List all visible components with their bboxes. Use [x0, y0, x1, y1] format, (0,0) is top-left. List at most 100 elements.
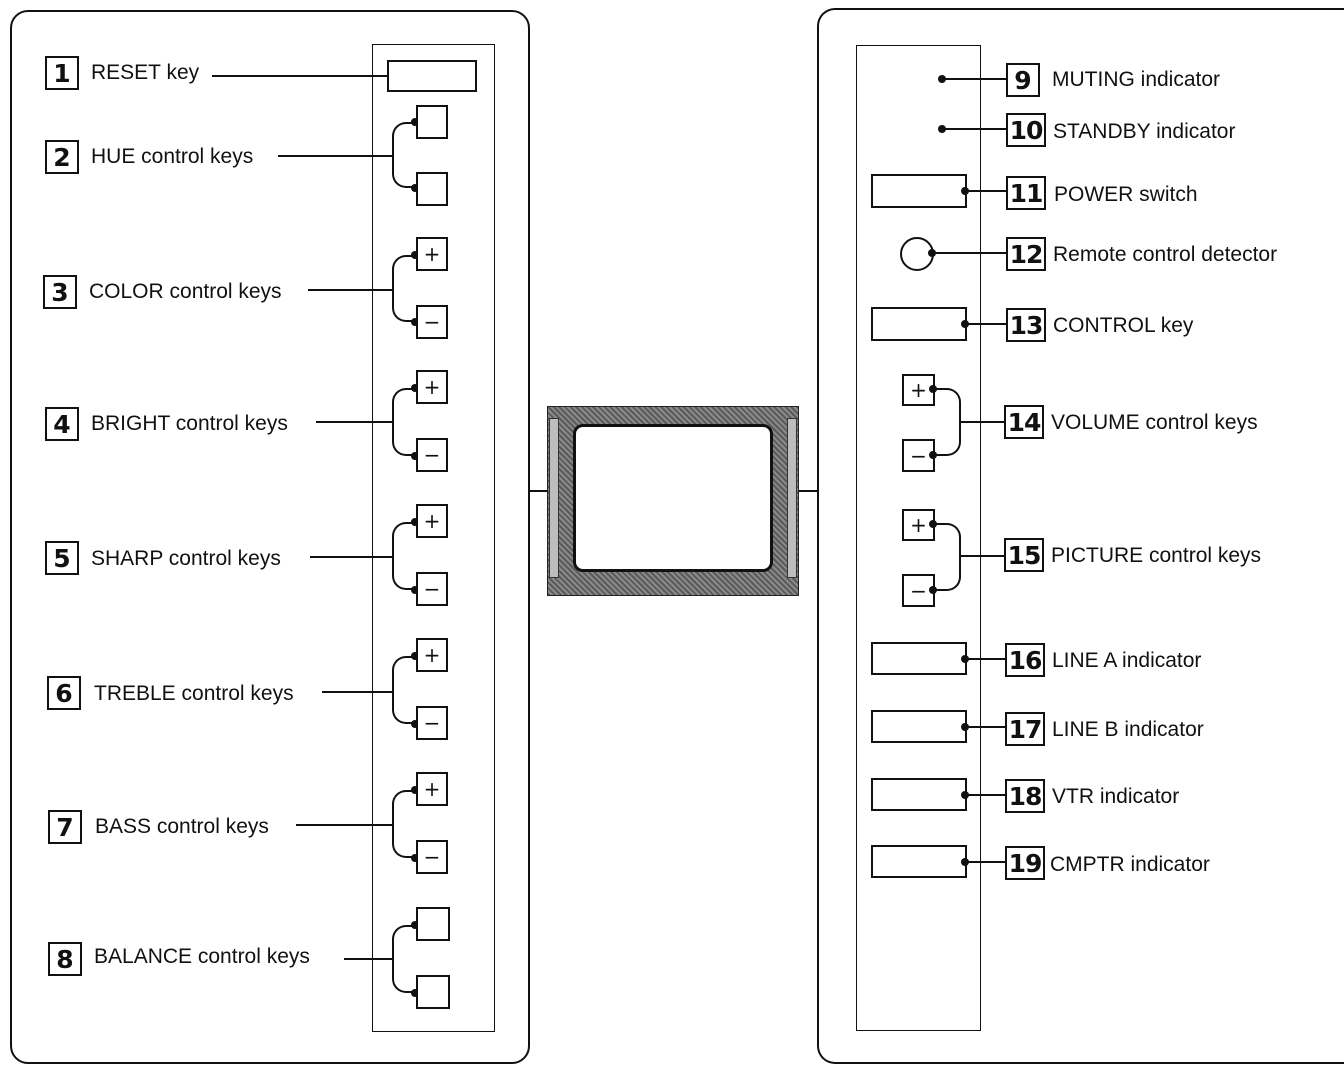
left-connector-line: [530, 490, 548, 492]
control-key[interactable]: [871, 307, 967, 341]
callout-number-19: 19: [1005, 846, 1045, 880]
muting-indicator: [938, 75, 946, 83]
vtr-leader-line: [967, 794, 1006, 796]
balance-keys-label: BALANCE control keys: [94, 945, 310, 968]
cmptr-dot: [961, 858, 969, 866]
control-key-label: CONTROL key: [1053, 314, 1194, 337]
color-minus-key[interactable]: −: [416, 305, 448, 339]
bright-dot-lower: [411, 452, 419, 460]
callout-number-6: 6: [47, 676, 81, 710]
reset-key[interactable]: [387, 60, 477, 92]
balance-bracket: [392, 925, 416, 993]
treble-keys-label: TREBLE control keys: [94, 682, 294, 705]
power-dot: [961, 187, 969, 195]
left-control-strip: [372, 44, 495, 1032]
hue-keys-label: HUE control keys: [91, 145, 254, 168]
hue-up-key[interactable]: [416, 105, 448, 139]
balance-right-key[interactable]: [416, 975, 450, 1009]
bright-bracket: [392, 388, 416, 456]
picture-bracket: [935, 523, 961, 591]
bright-leader-line: [316, 421, 393, 423]
line-a-dot: [961, 655, 969, 663]
balance-dot-lower: [411, 989, 419, 997]
color-plus-key[interactable]: +: [416, 237, 448, 271]
volume-dot-lower: [929, 451, 937, 459]
color-dot-upper: [411, 251, 419, 259]
callout-number-15: 15: [1004, 538, 1044, 572]
standby-indicator: [938, 125, 946, 133]
picture-dot-upper: [929, 520, 937, 528]
bright-minus-key[interactable]: −: [416, 438, 448, 472]
picture-leader-line: [961, 555, 1006, 557]
line-b-leader-line: [967, 726, 1006, 728]
callout-number-7: 7: [48, 810, 82, 844]
volume-bracket: [935, 388, 961, 456]
vtr-indicator: [871, 778, 967, 811]
callout-number-2: 2: [45, 140, 79, 174]
right-control-strip: [856, 45, 981, 1031]
callout-number-12: 12: [1006, 237, 1046, 271]
bright-keys-label: BRIGHT control keys: [91, 412, 288, 435]
treble-minus-key[interactable]: −: [416, 706, 448, 740]
callout-number-4: 4: [45, 407, 79, 441]
remote-detector-leader-line: [934, 252, 1006, 254]
bass-minus-key[interactable]: −: [416, 840, 448, 874]
line-a-indicator: [871, 642, 967, 675]
power-switch-label: POWER switch: [1054, 183, 1198, 206]
cmptr-leader-line: [967, 861, 1006, 863]
sharp-keys-label: SHARP control keys: [91, 547, 281, 570]
treble-dot-upper: [411, 652, 419, 660]
power-switch[interactable]: [871, 174, 967, 208]
callout-number-9: 9: [1006, 63, 1040, 97]
volume-keys-label: VOLUME control keys: [1051, 411, 1258, 434]
color-leader-line: [308, 289, 393, 291]
bright-plus-key[interactable]: +: [416, 370, 448, 404]
callout-number-18: 18: [1005, 779, 1045, 813]
sharp-dot-lower: [411, 586, 419, 594]
balance-leader-line: [344, 958, 393, 960]
hue-dot-upper: [411, 118, 419, 126]
bass-leader-line: [296, 824, 393, 826]
callout-number-3: 3: [43, 275, 77, 309]
sharp-minus-key[interactable]: −: [416, 572, 448, 606]
callout-number-11: 11: [1006, 176, 1046, 210]
bass-plus-key[interactable]: +: [416, 772, 448, 806]
treble-plus-key[interactable]: +: [416, 638, 448, 672]
callout-number-5: 5: [45, 541, 79, 575]
remote-detector-dot: [928, 249, 936, 257]
cmptr-indicator: [871, 845, 967, 878]
control-key-dot: [961, 320, 969, 328]
standby-indicator-label: STANDBY indicator: [1053, 120, 1236, 143]
treble-bracket: [392, 656, 416, 724]
sharp-leader-line: [310, 556, 393, 558]
sharp-plus-key[interactable]: +: [416, 504, 448, 538]
balance-dot-upper: [411, 921, 419, 929]
callout-number-8: 8: [48, 942, 82, 976]
vtr-dot: [961, 791, 969, 799]
hue-down-key[interactable]: [416, 172, 448, 206]
line-a-indicator-label: LINE A indicator: [1052, 649, 1202, 672]
line-b-dot: [961, 723, 969, 731]
muting-leader-line: [944, 78, 1006, 80]
control-key-leader-line: [967, 323, 1006, 325]
bass-keys-label: BASS control keys: [95, 815, 269, 838]
volume-leader-line: [961, 421, 1006, 423]
line-b-indicator-label: LINE B indicator: [1052, 718, 1204, 741]
sharp-bracket: [392, 522, 416, 590]
bass-dot-upper: [411, 786, 419, 794]
remote-control-detector-label: Remote control detector: [1053, 243, 1278, 266]
cmptr-indicator-label: CMPTR indicator: [1050, 853, 1210, 876]
standby-leader-line: [944, 128, 1006, 130]
picture-dot-lower: [929, 586, 937, 594]
callout-number-14: 14: [1004, 405, 1044, 439]
hue-leader-line: [278, 155, 393, 157]
color-keys-label: COLOR control keys: [89, 280, 282, 303]
sharp-dot-upper: [411, 518, 419, 526]
treble-dot-lower: [411, 720, 419, 728]
vtr-indicator-label: VTR indicator: [1052, 785, 1180, 808]
hue-dot-lower: [411, 184, 419, 192]
tv-side-right: [787, 418, 797, 578]
line-a-leader-line: [967, 658, 1006, 660]
callout-number-10: 10: [1006, 113, 1046, 147]
balance-left-key[interactable]: [416, 907, 450, 941]
